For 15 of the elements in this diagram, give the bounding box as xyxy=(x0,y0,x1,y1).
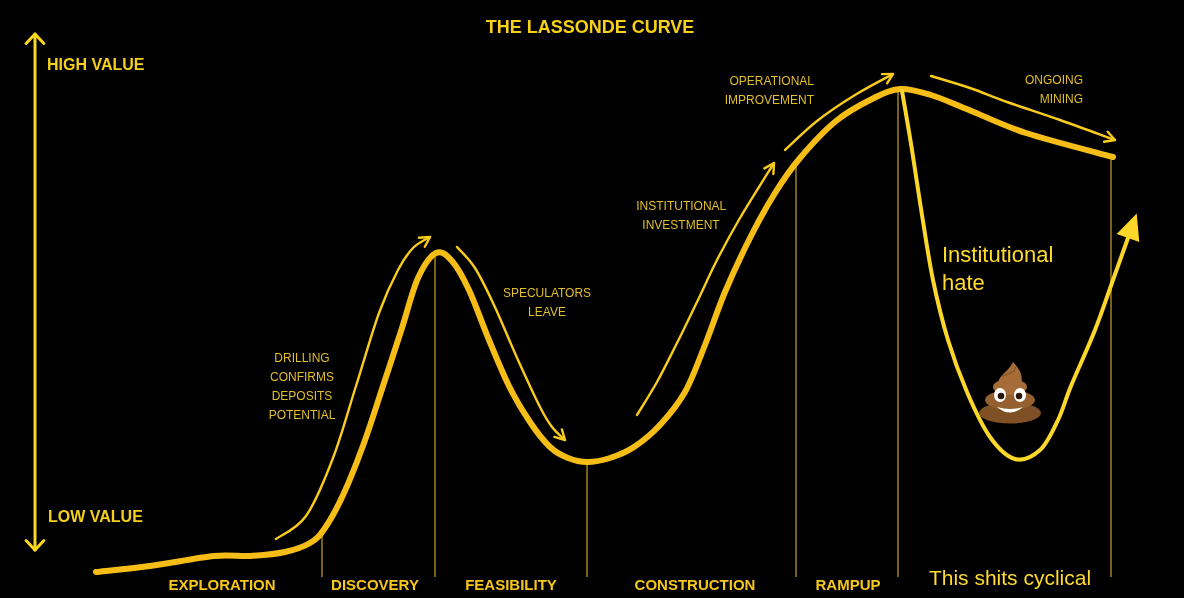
axis-label: LOW VALUE xyxy=(48,507,143,527)
phase-label: FEASIBILITY xyxy=(465,576,557,594)
axis-label: HIGH VALUE xyxy=(47,55,145,75)
annotation-text: OPERATIONAL IMPROVEMENT xyxy=(724,72,814,109)
annotation-text: INSTITUTIONAL INVESTMENT xyxy=(636,197,726,234)
annotation-text: SPECULATORS LEAVE xyxy=(502,284,592,321)
phase-label: CONSTRUCTION xyxy=(634,576,756,594)
annotation-text: ONGOING MINING xyxy=(1025,72,1083,108)
phase-label: EXPLORATION xyxy=(168,576,276,594)
chart-title: THE LASSONDE CURVE xyxy=(485,16,695,38)
annotation-text: Institutional hate xyxy=(942,241,1054,297)
phase-label: DISCOVERY xyxy=(331,576,419,594)
annotation-text: DRILLING CONFIRMS DEPOSITS POTENTIAL xyxy=(268,349,336,424)
phase-label: This shits cyclical xyxy=(928,566,1092,590)
phase-label: RAMPUP xyxy=(815,576,881,594)
